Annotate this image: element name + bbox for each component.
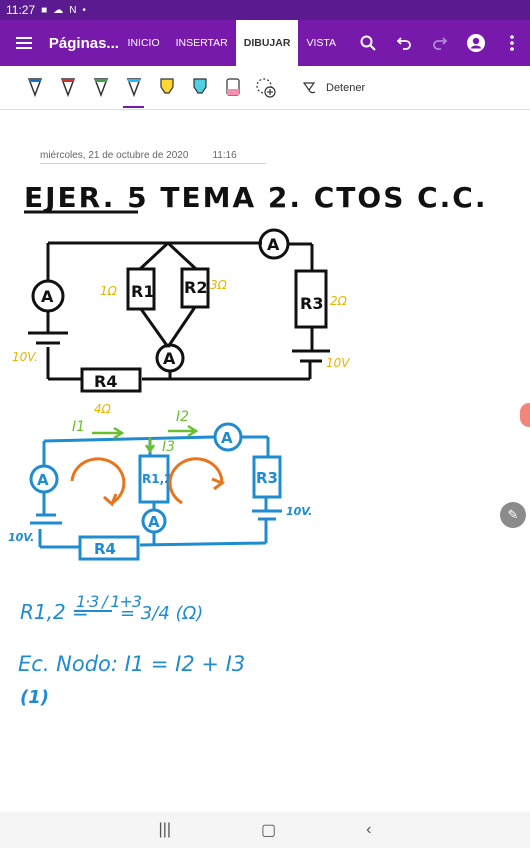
circuit-1-labels: A A A R1 R2 R3 R4 [41,235,323,391]
redo-icon[interactable] [422,20,458,66]
cloud-icon: ☁ [53,4,64,16]
page-meta: miércoles, 21 de octubre de 2020 11:16 [40,150,266,164]
svg-text:A: A [163,349,176,368]
svg-text:(1): (1) [20,687,49,708]
circuit-1 [28,228,330,393]
home-icon[interactable]: ▢ [261,822,277,839]
status-bar: 11:27 ■ ☁ N • [0,0,530,20]
lasso-add-icon[interactable] [249,66,282,110]
search-icon[interactable] [350,20,386,66]
svg-text:= 3/4 (Ω): = 3/4 (Ω) [120,603,203,624]
pen-green-icon[interactable] [84,66,117,110]
svg-text:I1: I1 [72,419,85,435]
svg-text:10V.: 10V. [286,505,312,518]
svg-text:4Ω: 4Ω [94,402,112,416]
draw-toolbar: Detener [0,66,530,110]
stop-label: Detener [326,81,366,94]
svg-text:1Ω: 1Ω [100,284,118,298]
svg-text:R1: R1 [131,282,154,301]
tab-inicio[interactable]: INICIO [127,37,160,49]
camera-icon: ■ [41,4,48,16]
edit-pencil-icon[interactable]: ✎ [500,502,526,528]
netflix-icon: N [69,4,77,16]
ink-drawing: EJER. 5 TEMA 2. CTOS C.C. [8,181,487,708]
back-icon[interactable]: ‹ [366,821,372,838]
tab-dibujar[interactable]: DIBUJAR [235,20,299,66]
pen-cyan-icon[interactable] [117,66,150,110]
svg-text:A: A [267,235,280,254]
eraser-icon[interactable] [216,66,249,110]
page-date: miércoles, 21 de octubre de 2020 [40,150,189,161]
svg-text:A: A [37,471,49,489]
ink-title: EJER. 5 TEMA 2. CTOS C.C. [24,181,487,214]
svg-text:A: A [41,287,54,306]
svg-text:3Ω: 3Ω [210,278,228,292]
app-title[interactable]: Páginas... [48,34,119,52]
svg-text:R3: R3 [300,294,323,313]
recents-icon[interactable]: ||| [158,821,171,838]
svg-text:1·3 / 1+3: 1·3 / 1+3 [76,592,142,611]
svg-text:R4: R4 [94,372,117,391]
svg-text:I2: I2 [176,409,189,425]
highlighter-cyan-icon[interactable] [183,66,216,110]
dot-icon: • [82,4,86,16]
current-labels: I1 I2 I3 [72,409,189,455]
current-arrows [92,424,199,454]
clock: 11:27 [6,3,36,17]
tab-vista[interactable]: VISTA [306,37,336,49]
tab-insertar[interactable]: INSERTAR [175,37,228,49]
page-time: 11:16 [212,150,237,161]
circuit-2-labels: A A A R1,2 R3 R4 10V. 10V. [8,429,312,558]
svg-text:2Ω: 2Ω [330,294,348,308]
note-page[interactable]: miércoles, 21 de octubre de 2020 11:16 E… [0,111,530,811]
svg-text:A: A [148,513,160,531]
equations: R1,2 = 1·3 / 1+3 = 3/4 (Ω) Ec. Nodo: I1 … [18,592,245,708]
pen-blue-icon[interactable] [18,66,51,110]
circuit-1-values: 1Ω 3Ω 2Ω 4Ω 10V. 10V [12,278,350,416]
svg-text:R3: R3 [256,469,278,487]
svg-text:10V.: 10V. [12,350,38,364]
svg-text:10V.: 10V. [8,531,34,544]
svg-text:I3: I3 [162,439,175,455]
svg-text:R4: R4 [94,540,116,558]
account-icon[interactable] [458,20,494,66]
svg-text:A: A [221,429,233,447]
svg-text:10V: 10V [326,356,350,370]
circuit-2 [29,422,282,561]
undo-icon[interactable] [386,20,422,66]
ink-stop-icon [302,81,316,93]
more-icon[interactable] [494,20,530,66]
svg-text:R2: R2 [184,278,207,297]
loop-arrows [70,457,226,507]
svg-text:R1,2: R1,2 [142,472,173,486]
system-nav-bar: ||| ▢ ‹ [0,812,530,848]
stop-button[interactable]: Detener [302,80,365,96]
menu-icon[interactable] [0,20,49,66]
page-edge-tab[interactable] [520,403,530,427]
pen-red-icon[interactable] [51,66,84,110]
app-bar: Páginas... INICIO INSERTAR DIBUJAR VISTA [0,20,530,66]
highlighter-yellow-icon[interactable] [150,66,183,110]
svg-text:Ec. Nodo: I1 = I2 + I3: Ec. Nodo: I1 = I2 + I3 [18,652,245,676]
